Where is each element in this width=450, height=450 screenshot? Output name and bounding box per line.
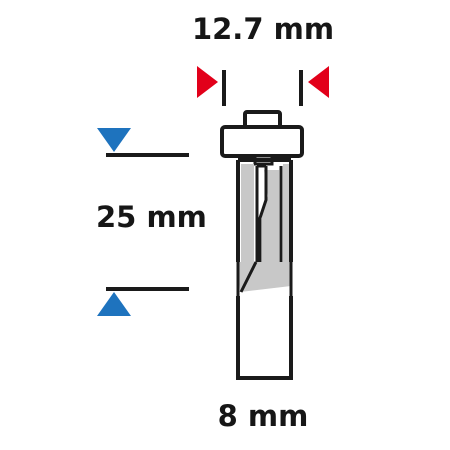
taper-outline: [236, 261, 293, 300]
diameter-label: 12.7 mm: [191, 12, 335, 46]
shank: [236, 296, 293, 380]
diameter-dimension: [197, 66, 329, 106]
bottom-blue-arrow-icon: [97, 292, 131, 316]
top-blue-arrow-icon: [97, 128, 131, 152]
bearing: [220, 125, 304, 158]
right-red-arrow-icon: [308, 66, 329, 98]
left-red-arrow-icon: [197, 66, 218, 98]
cutter-right-shade: [283, 164, 289, 262]
cutting-length-label: 25 mm: [96, 200, 207, 234]
router-bit: [220, 110, 304, 380]
cutter-left-shade: [241, 164, 254, 262]
cutter-outline: [236, 158, 293, 262]
shank-diameter-label: 8 mm: [217, 399, 309, 433]
cutter-flute-shade: [262, 170, 279, 262]
taper-shade: [238, 262, 291, 292]
length-dimension: [97, 128, 189, 316]
cutting-edge: [258, 166, 268, 262]
